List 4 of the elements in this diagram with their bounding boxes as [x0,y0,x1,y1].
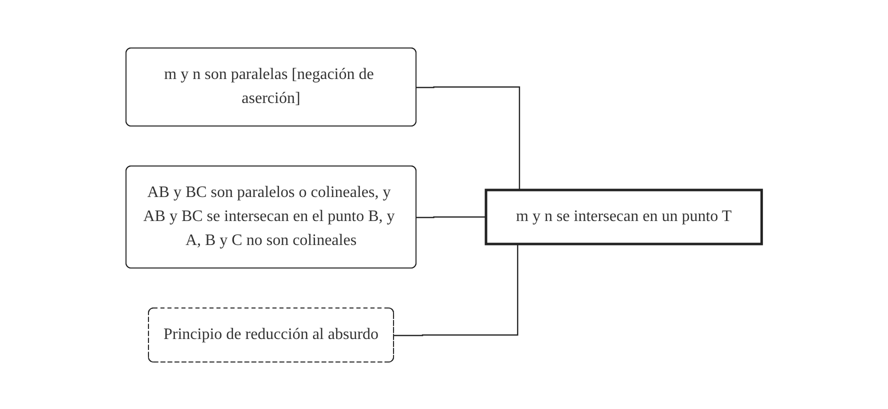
node-box: m y n se intersecan en un punto T [484,188,764,245]
connector [416,216,486,218]
node-text: AB y BC son paralelos o colineales, y AB y BC se intersecan en el punto B, y A, B y C no son colineales [143,184,395,248]
node-text: m y n son paralelas [negación de aserción] [164,66,374,106]
